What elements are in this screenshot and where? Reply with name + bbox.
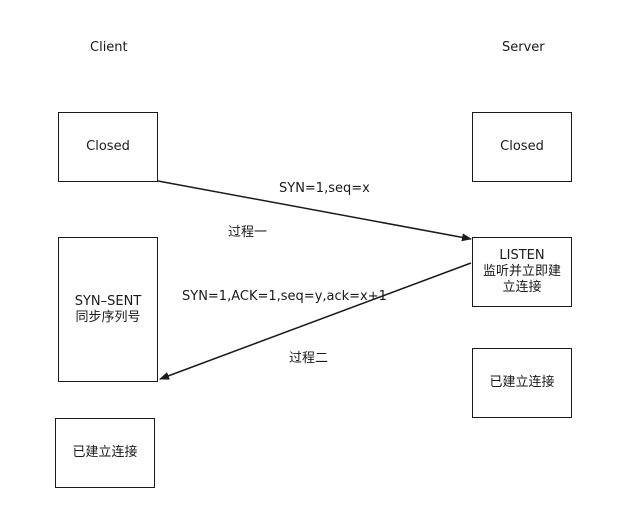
- syn-ack-message-label: SYN=1,ACK=1,seq=y,ack=x+1: [182, 289, 387, 304]
- client-header: Client: [90, 40, 128, 55]
- server-listen-box: LISTEN 监听并立即建 立连接: [472, 237, 572, 307]
- client-closed-box: Closed: [58, 112, 158, 182]
- client-established-label: 已建立连接: [72, 445, 138, 460]
- step2-label: 过程二: [289, 351, 329, 366]
- syn-sent-description: 同步序列号: [75, 309, 141, 325]
- listen-description-line1: 监听并立即建: [482, 264, 561, 279]
- syn-message-label: SYN=1,seq=x: [279, 181, 370, 196]
- server-closed-label: Closed: [500, 139, 544, 154]
- step1-label: 过程一: [228, 225, 268, 240]
- listen-state-label: LISTEN: [499, 248, 545, 263]
- listen-description-line2: 立连接: [502, 280, 542, 295]
- server-closed-box: Closed: [472, 112, 572, 182]
- client-syn-sent-box: SYN–SENT 同步序列号: [58, 237, 158, 382]
- syn-ack-arrow: [159, 262, 472, 380]
- client-established-box: 已建立连接: [55, 418, 155, 488]
- client-closed-label: Closed: [86, 139, 130, 154]
- syn-arrow: [157, 180, 472, 242]
- syn-sent-state-label: SYN–SENT: [74, 293, 142, 309]
- server-established-box: 已建立连接: [472, 348, 572, 418]
- server-header: Server: [502, 40, 545, 55]
- server-established-label: 已建立连接: [489, 375, 555, 390]
